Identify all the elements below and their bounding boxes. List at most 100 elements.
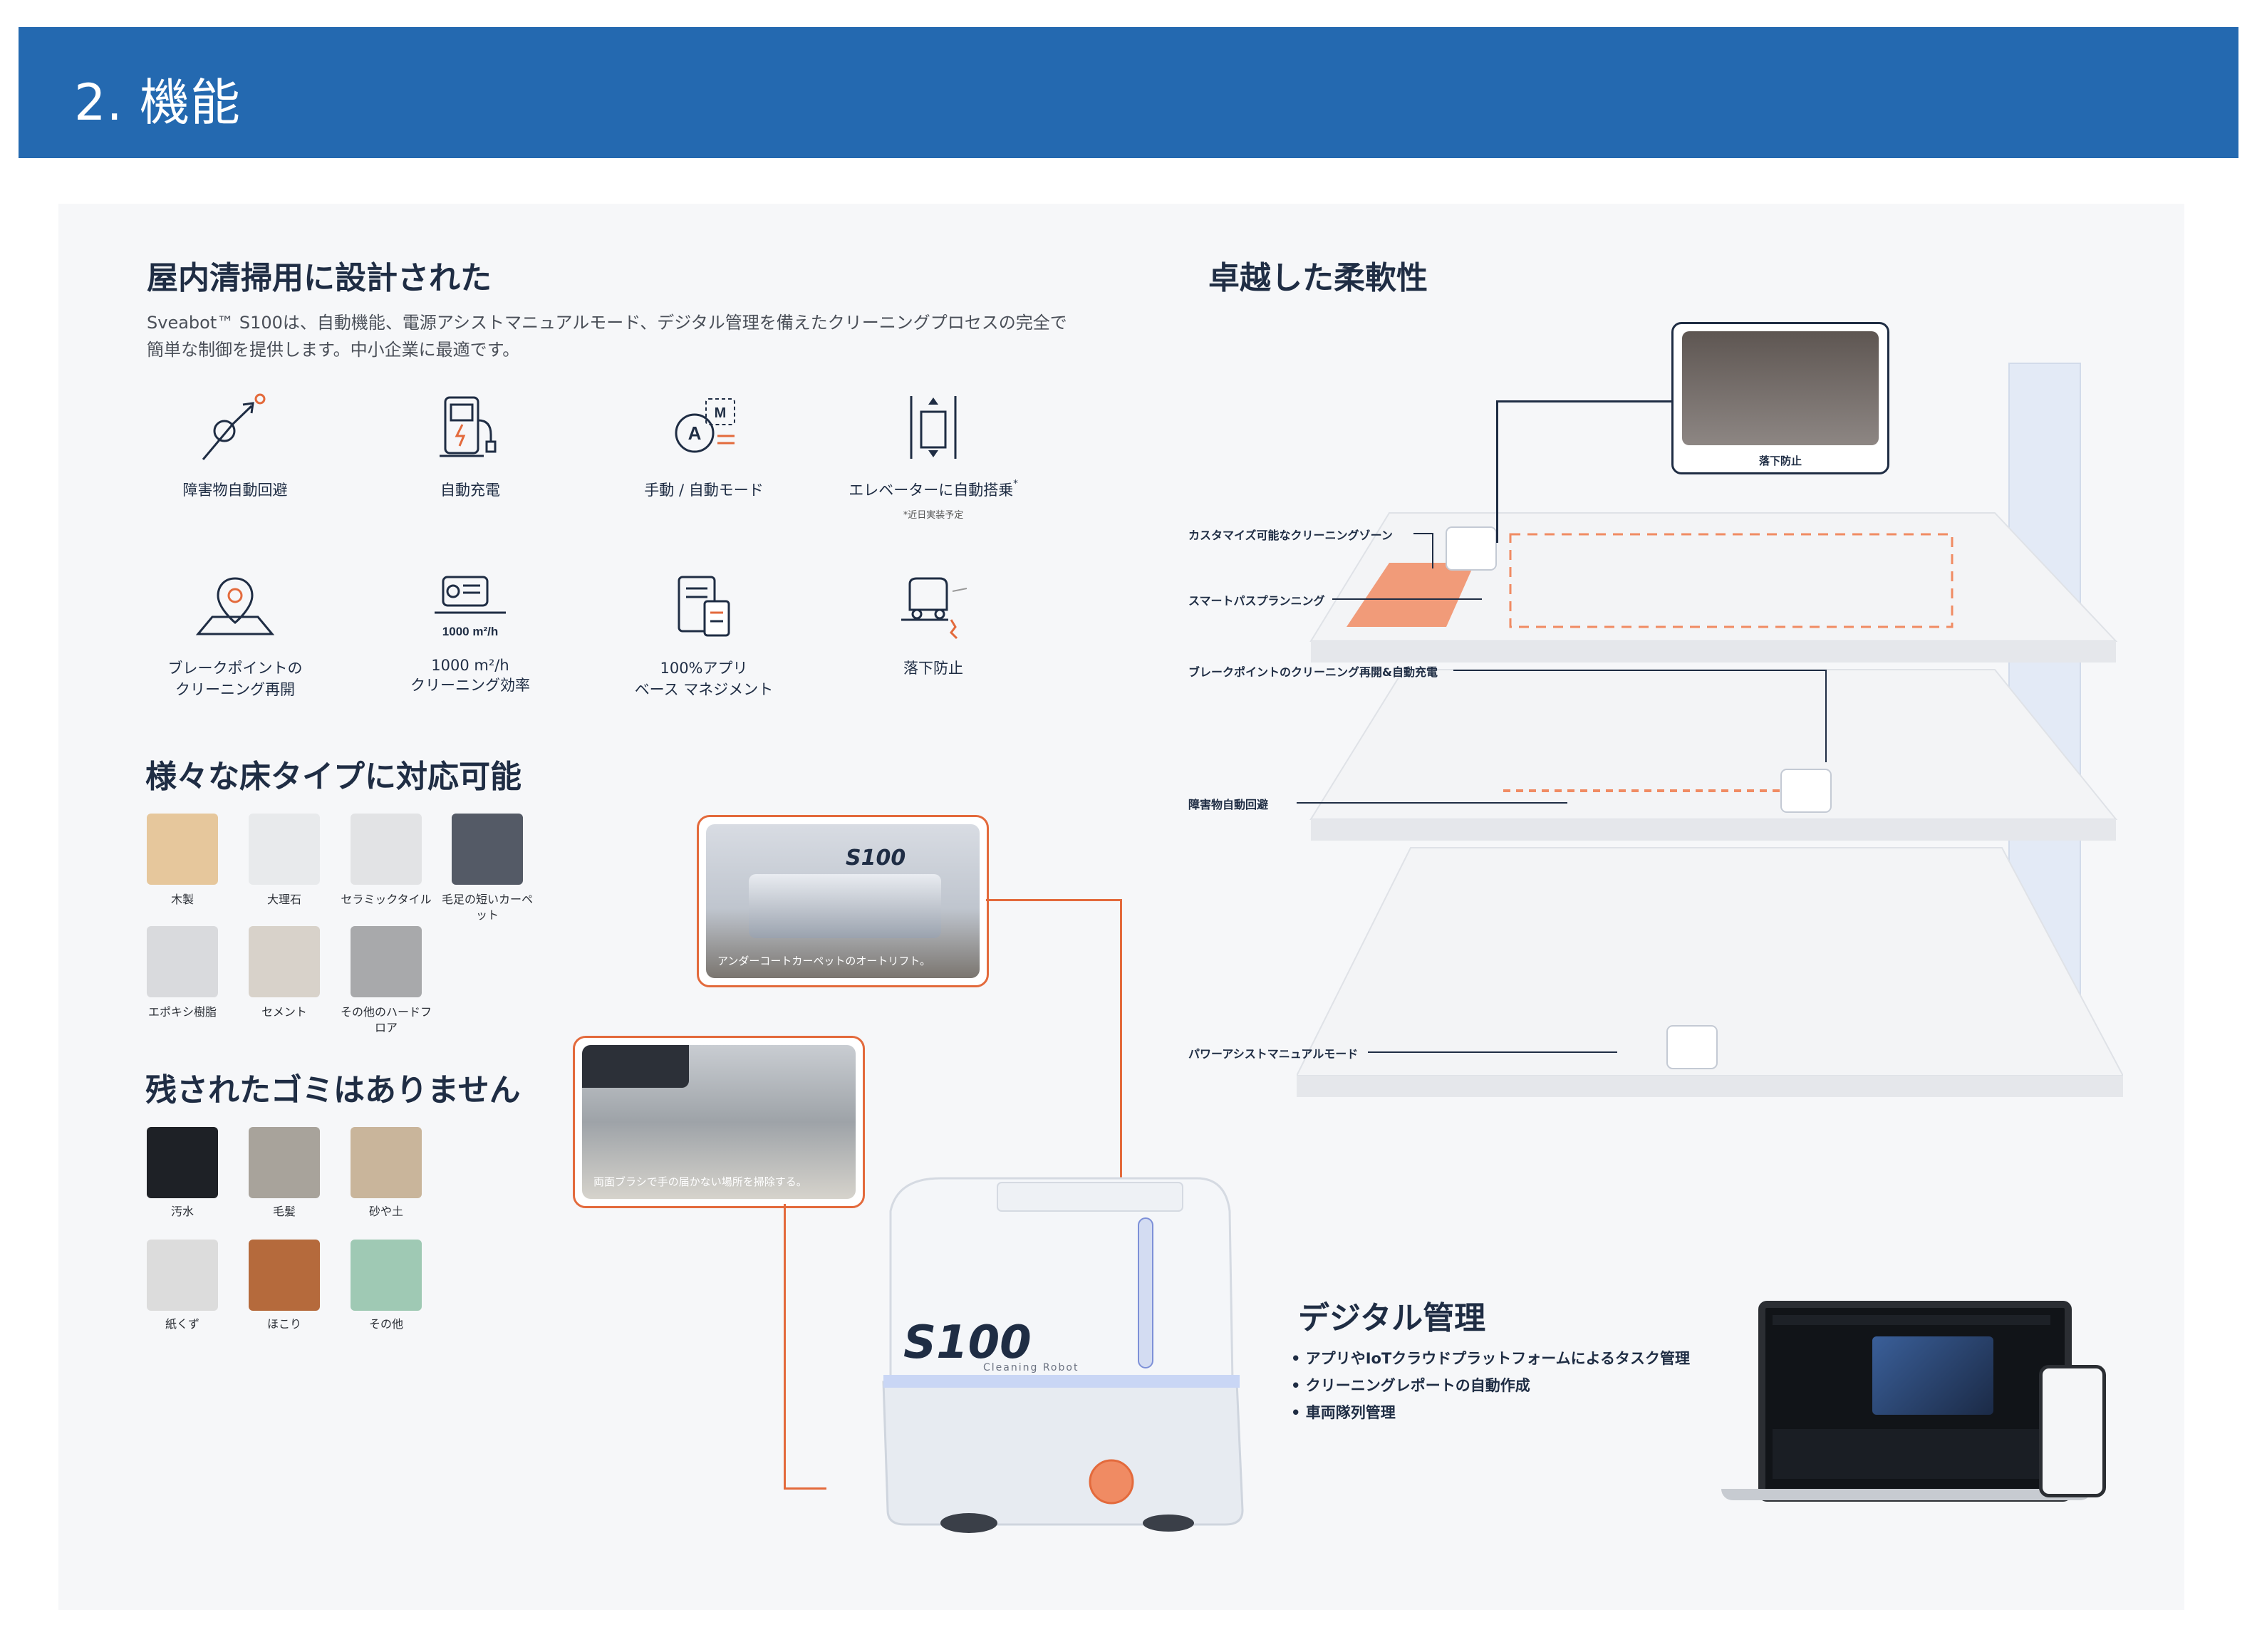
debris-tile-hair xyxy=(249,1127,320,1198)
floor-tile-other-hard xyxy=(351,926,422,997)
floor-tile-carpet xyxy=(452,814,523,885)
page-title: 2. 機能 xyxy=(74,73,242,132)
laptop-base xyxy=(1721,1489,2092,1500)
callout-breakpoint-charge: ブレークポイントのクリーニング再開&自動充電 xyxy=(1188,665,1438,679)
connector-line xyxy=(1825,670,1827,762)
digital-bullet-list: アプリやIoTクラウドプラットフォームによるタスク管理 クリーニングレポートの自… xyxy=(1291,1345,1690,1426)
connector-line xyxy=(1496,400,1671,402)
digital-bullet: 車両隊列管理 xyxy=(1291,1399,1690,1426)
feature-breakpoint: ブレークポイントの クリーニング再開 xyxy=(135,570,335,700)
feature-label-line2: ベース マネジメント xyxy=(634,681,774,698)
robot-chassis-illustration xyxy=(749,874,941,938)
building-floors-illustration xyxy=(1297,363,2123,1097)
svg-text:M: M xyxy=(715,405,727,421)
indoor-heading: 屋内清掃用に設計された xyxy=(147,260,492,296)
carpet-lift-photo: S100 アンダーコートカーペットのオートリフト。 xyxy=(697,815,989,987)
callout-obstacle-avoid: 障害物自動回避 xyxy=(1188,798,1269,811)
debris-label: 毛髪 xyxy=(272,1205,296,1218)
connector-line xyxy=(1297,802,1567,804)
debris-heading: 残されたゴミはありません xyxy=(145,1072,521,1108)
feature-label: 手動 / 自動モード xyxy=(644,482,764,499)
efficiency-icon-text: 1000 m²/h xyxy=(442,625,498,638)
floor-types-heading: 様々な床タイプに対応可能 xyxy=(145,759,522,795)
debris-label: ほこり xyxy=(266,1317,301,1331)
connector-line xyxy=(1413,533,1433,534)
carpet-photo-caption: アンダーコートカーペットのオートリフト。 xyxy=(717,955,931,967)
floor-label: 大理石 xyxy=(266,893,301,906)
floor-tile-marble xyxy=(249,814,320,885)
obstacle-avoid-icon xyxy=(202,393,266,460)
connector-line xyxy=(1332,598,1482,600)
feature-label-line1: 100%アプリ xyxy=(660,660,748,677)
connector-line xyxy=(1368,1051,1617,1053)
floor-tile-wood xyxy=(147,814,218,885)
floor-label: その他のハードフロア xyxy=(340,1005,432,1034)
dashboard-map xyxy=(1872,1336,1993,1415)
indoor-description: Sveabot™ S100は、自動機能、電源アシストマニュアルモード、デジタル管… xyxy=(147,313,1067,360)
callout-path-planning: スマートパスプランニング xyxy=(1188,594,1325,608)
debris-label: 紙くず xyxy=(165,1317,199,1331)
floor-label: セラミックタイル xyxy=(341,893,432,906)
feature-elevator: エレベーターに自動搭乗* *近日実装予定 xyxy=(834,392,1033,521)
debris-tile-dust xyxy=(249,1240,320,1311)
feature-label: 障害物自動回避 xyxy=(182,482,288,499)
efficiency-icon: 1000 m²/h xyxy=(435,576,506,638)
svg-text:A: A xyxy=(688,422,702,444)
breakpoint-location-icon xyxy=(195,577,275,635)
digital-bullet: クリーニングレポートの自動作成 xyxy=(1291,1372,1690,1399)
app-management-icon xyxy=(678,576,730,637)
brush-photo-caption: 両面ブラシで手の届かない場所を掃除する。 xyxy=(593,1175,807,1188)
debris-tile-paper xyxy=(147,1240,218,1311)
feature-label-line2: クリーニング効率 xyxy=(410,677,530,694)
robot-model-sub: Cleaning Robot xyxy=(983,1362,1079,1373)
robot-corner-illustration xyxy=(582,1045,689,1088)
digital-bullet: アプリやIoTクラウドプラットフォームによるタスク管理 xyxy=(1291,1345,1690,1372)
debris-label: 汚水 xyxy=(170,1205,194,1218)
feature-note: *近日実装予定 xyxy=(903,510,964,521)
connector-line xyxy=(986,899,1121,901)
floor-tile-epoxy xyxy=(147,926,218,997)
floor-label: 木製 xyxy=(170,893,194,906)
debris-tile-other xyxy=(351,1240,422,1311)
feature-manual-auto: A M 手動 / 自動モード xyxy=(604,392,804,500)
manual-auto-mode-icon: A M xyxy=(675,398,735,453)
feature-fall-prevention: 落下防止 xyxy=(834,570,1033,678)
connector-line xyxy=(1496,400,1498,543)
side-brush-photo: 両面ブラシで手の届かない場所を掃除する。 xyxy=(573,1036,865,1208)
laptop-dashboard-mockup xyxy=(1758,1301,2072,1502)
feature-label: 自動充電 xyxy=(440,482,500,499)
connector-line xyxy=(1453,670,1827,671)
floor-label: エポキシ樹脂 xyxy=(147,1005,217,1019)
debris-tile-sand xyxy=(351,1127,422,1198)
charging-station-icon xyxy=(440,396,497,457)
debris-tile-wastewater xyxy=(147,1127,218,1198)
feature-obstacle-avoid: 障害物自動回避 xyxy=(135,392,335,500)
feature-label-line1: ブレークポイントの xyxy=(167,660,303,677)
fall-prevention-photo xyxy=(1682,331,1879,445)
fall-prevention-label: 落下防止 xyxy=(1758,454,1802,467)
fall-prevention-inset: 落下防止 xyxy=(1671,322,1889,474)
feature-label-line2: クリーニング再開 xyxy=(175,681,295,698)
callout-cleaning-zone: カスタマイズ可能なクリーニングゾーン xyxy=(1188,529,1393,542)
fall-prevention-icon xyxy=(901,577,967,640)
dashboard-charts xyxy=(1773,1429,2050,1479)
page-header: 2. 機能 xyxy=(19,27,2238,158)
feature-footnote-mark: * xyxy=(1013,479,1018,489)
elevator-icon xyxy=(910,396,957,459)
flexibility-heading: 卓越した柔軟性 xyxy=(1208,260,1428,296)
robot-illustration xyxy=(882,1177,1244,1533)
connector-line xyxy=(784,1487,826,1490)
floor-tile-ceramic xyxy=(351,814,422,885)
connector-line xyxy=(784,1204,786,1489)
feature-app-management: 100%アプリ ベース マネジメント xyxy=(604,570,804,700)
robot-model-logo: S100 xyxy=(903,1316,1032,1369)
connector-line xyxy=(1432,533,1433,568)
feature-auto-charge: 自動充電 xyxy=(370,392,570,500)
callout-power-assist: パワーアシストマニュアルモード xyxy=(1188,1047,1359,1061)
floor-label: 毛足の短いカーペット xyxy=(441,893,533,922)
debris-label: その他 xyxy=(368,1317,403,1331)
floor-tile-cement xyxy=(249,926,320,997)
feature-label-line1: 1000 m²/h xyxy=(431,657,509,674)
carpet-photo-brand: S100 xyxy=(846,846,906,871)
feature-efficiency: 1000 m²/h 1000 m²/h クリーニング効率 xyxy=(370,570,570,695)
